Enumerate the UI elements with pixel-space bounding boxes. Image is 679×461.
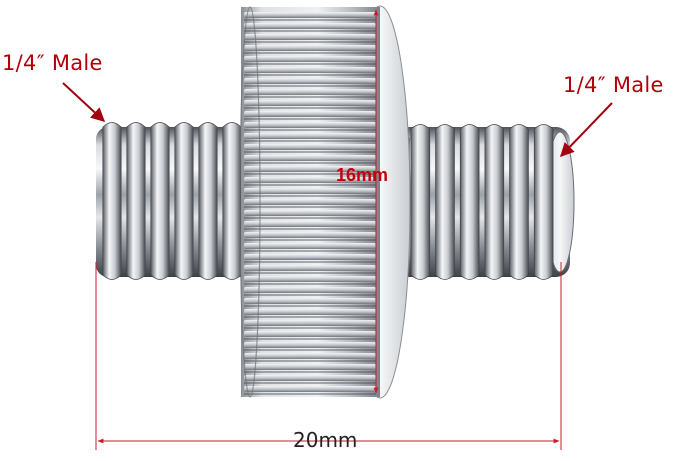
knurl-rib	[244, 12, 376, 18]
knurl-rib	[244, 386, 376, 392]
thread-crest	[509, 124, 529, 280]
knurl-rib	[244, 144, 376, 150]
knurl-rib	[244, 276, 376, 282]
knurl-rib	[244, 111, 376, 117]
left-callout-arrow	[62, 82, 106, 122]
knurl-rib	[244, 122, 376, 128]
thread-crest	[410, 124, 431, 280]
thread-crest	[484, 124, 505, 280]
knurl-rib	[244, 232, 376, 238]
thread-crest	[102, 122, 122, 280]
knurl-rib	[244, 199, 376, 205]
knurl-rib	[244, 45, 376, 51]
knurl-rib	[244, 166, 376, 172]
thread-crest	[459, 124, 480, 280]
knurl-rib	[244, 78, 376, 84]
knurl-rib	[244, 210, 376, 216]
right-callout-arrow	[560, 102, 613, 158]
right-thread-label: 1/4″ Male	[563, 73, 664, 97]
knurl-rib	[244, 155, 376, 161]
thread-crest	[533, 124, 554, 280]
right-threaded-shaft	[395, 124, 575, 280]
knurl-rib	[244, 177, 376, 183]
knurl-rib	[244, 254, 376, 260]
knurl-rib	[244, 89, 376, 95]
knurl-rib	[244, 265, 376, 271]
thread-crest	[222, 122, 242, 280]
knurl-rib	[244, 23, 376, 29]
knurl-rib	[244, 298, 376, 304]
knurl-rib	[244, 353, 376, 359]
width-dimension-label: 20mm	[293, 428, 358, 452]
knurl-rib	[244, 320, 376, 326]
knurl-rib	[244, 243, 376, 249]
knurl-rib	[244, 188, 376, 194]
thread-crest	[435, 124, 455, 280]
knurl-rib	[244, 375, 376, 381]
knurl-rib	[244, 100, 376, 106]
knurl-rib	[244, 56, 376, 62]
height-dimension-label: 16mm	[336, 165, 389, 185]
knurl-rib	[244, 309, 376, 315]
knurl-rib	[244, 331, 376, 337]
knurl-rib	[244, 67, 376, 73]
knurl-rib	[244, 34, 376, 40]
knurl-rib	[244, 133, 376, 139]
left-threaded-shaft	[96, 122, 256, 280]
knurl-rib	[244, 221, 376, 227]
thread-crest	[150, 122, 170, 280]
knurl-rib	[244, 364, 376, 370]
thread-crest	[198, 122, 218, 280]
left-thread-label: 1/4″ Male	[2, 51, 103, 75]
thread-crest	[174, 122, 194, 280]
knurl-rib	[244, 287, 376, 293]
thread-crest	[126, 122, 146, 280]
knurled-knob	[239, 5, 411, 399]
knurl-rib	[244, 342, 376, 348]
